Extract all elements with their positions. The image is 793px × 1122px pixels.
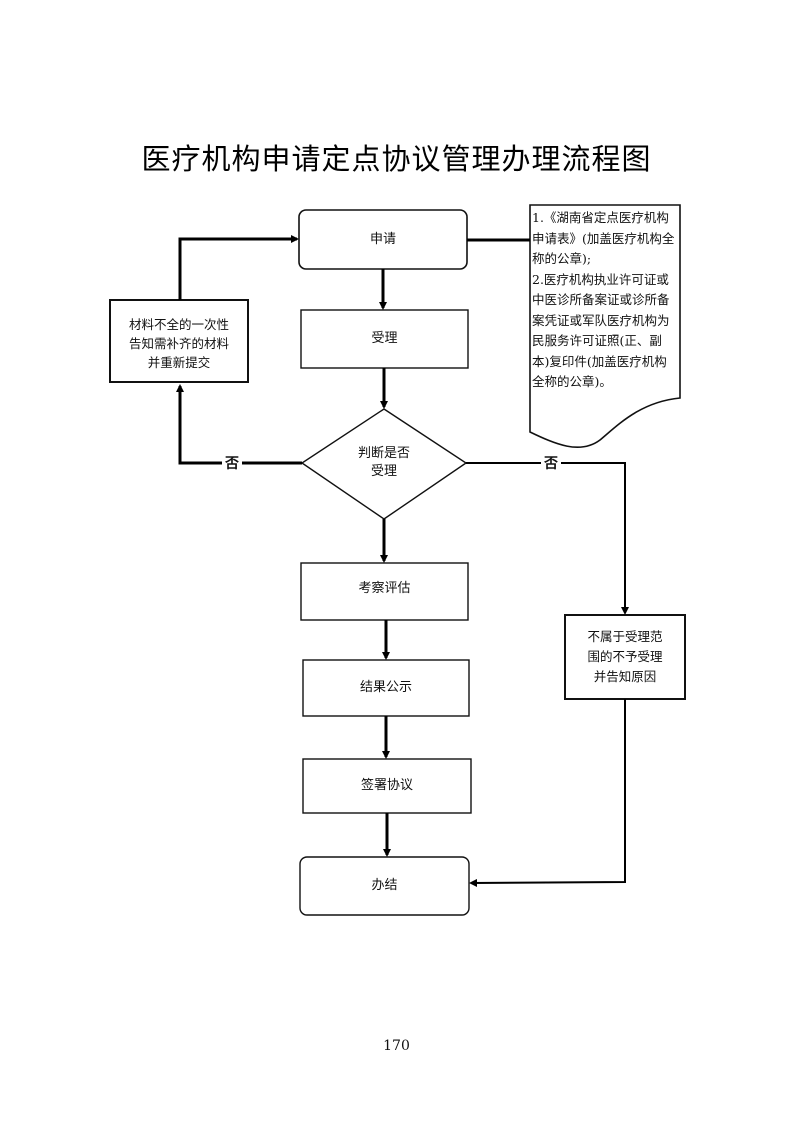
decision-label-line1: 判断是否 xyxy=(357,446,410,461)
evaluate-node: 考察评估 xyxy=(301,563,468,615)
accept-label: 受理 xyxy=(371,331,398,346)
page-number: 170 xyxy=(383,1038,410,1054)
materials-note-item2: 2.医疗机构执业许可证或中医诊所备案证或诊所备案凭证或军队医疗机构为民服务许可证… xyxy=(532,271,670,390)
materials-note-item1: 1.《湖南省定点医疗机构申请表》(加盖医疗机构全称的公章); xyxy=(532,210,675,266)
reject-node-shape xyxy=(564,614,686,700)
arrow-decision-left-no xyxy=(176,384,302,465)
reject-label-line2: 围的不予受理 xyxy=(587,649,663,664)
materials-note-shape xyxy=(529,204,681,449)
reject-label-line1: 不属于受理范 xyxy=(587,629,663,644)
page-title: 医疗机构申请定点协议管理办理流程图 xyxy=(141,142,652,176)
arrow-reject-to-complete xyxy=(469,699,626,887)
resubmit-label-line1: 材料不全的一次性 xyxy=(128,316,229,332)
publicize-node-shape xyxy=(302,659,470,717)
sign-node-shape xyxy=(302,758,472,814)
sign-label: 签署协议 xyxy=(360,778,413,793)
publicize-node: 结果公示 xyxy=(303,660,469,716)
left-no-label: 否 xyxy=(222,453,242,473)
apply-node: 申请 xyxy=(299,210,467,269)
complete-label: 办结 xyxy=(371,878,398,893)
reject-label-line3: 并告知原因 xyxy=(593,669,657,684)
arrow-decision-right-no xyxy=(466,462,629,615)
arrow-resubmit-to-apply xyxy=(178,235,299,300)
apply-label: 申请 xyxy=(369,231,396,247)
decision-label-line2: 受理 xyxy=(370,464,397,479)
reject-node: 不属于受理范 围的不予受理 并告知原因 xyxy=(565,620,685,694)
publicize-label: 结果公示 xyxy=(359,680,412,695)
resubmit-label-line3: 并重新提交 xyxy=(147,354,211,370)
resubmit-node-shape xyxy=(109,299,249,383)
decision-node: 判断是否 受理 xyxy=(330,440,438,486)
evaluate-label: 考察评估 xyxy=(358,581,411,596)
complete-node-shape xyxy=(299,856,470,916)
right-no-label: 否 xyxy=(541,453,561,473)
materials-note: 1.《湖南省定点医疗机构申请表》(加盖医疗机构全称的公章); 2.医疗机构执业许… xyxy=(532,208,678,393)
complete-node: 办结 xyxy=(300,857,469,915)
resubmit-node: 材料不全的一次性 告知需补齐的材料 并重新提交 xyxy=(110,308,248,378)
resubmit-label-line2: 告知需补齐的材料 xyxy=(128,335,229,351)
accept-node: 受理 xyxy=(301,310,468,368)
sign-node: 签署协议 xyxy=(303,759,471,813)
